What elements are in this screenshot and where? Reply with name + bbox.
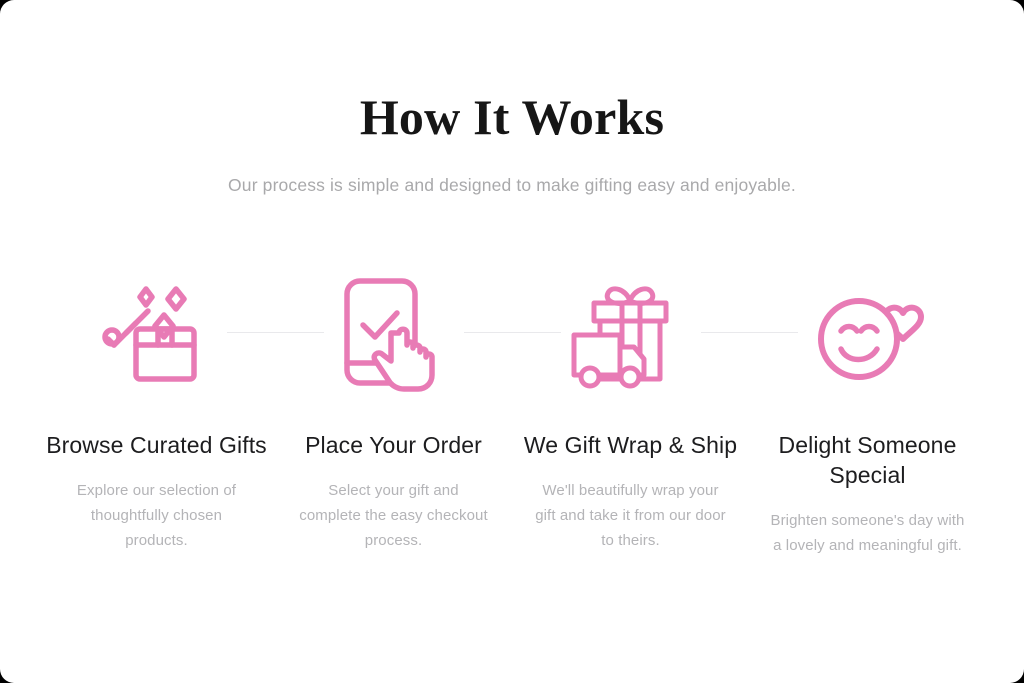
step-item-2[interactable]: Place Your Order Select your gift and co… [275,262,631,553]
magic-wand-sparkles-gift-icon [86,262,227,402]
step-item-4[interactable]: Delight Someone Special Brighten someone… [749,262,986,558]
page-subtitle: Our process is simple and designed to ma… [228,175,796,195]
step-title: Browse Curated Gifts [46,432,267,458]
step-description: Explore our selection of thoughtfully ch… [76,482,237,549]
smiley-face-heart-icon [797,262,938,402]
step-connector-line [630,332,868,333]
step-description: Select your gift and complete the easy c… [299,482,488,549]
step-title: Delight Someone Special [778,432,957,488]
steps-list: Browse Curated Gifts Explore our selecti… [38,262,986,558]
section-header: How It Works Our process is simple and d… [0,0,1024,197]
step-connector-line [393,332,631,333]
gift-box-delivery-truck-icon [560,262,701,402]
step-description: We'll beautifully wrap your gift and tak… [535,482,726,549]
step-title: Place Your Order [305,432,482,458]
page-title: How It Works [359,89,665,145]
step-description: Brighten someone's day with a lovely and… [770,512,965,554]
step-connector-line [156,332,394,333]
step-title: We Gift Wrap & Ship [523,432,738,458]
step-item-3[interactable]: We Gift Wrap & Ship We'll beautifully wr… [512,262,868,553]
step-item-1[interactable]: Browse Curated Gifts Explore our selecti… [38,262,394,553]
phone-checkmark-cursor-icon [323,262,464,402]
